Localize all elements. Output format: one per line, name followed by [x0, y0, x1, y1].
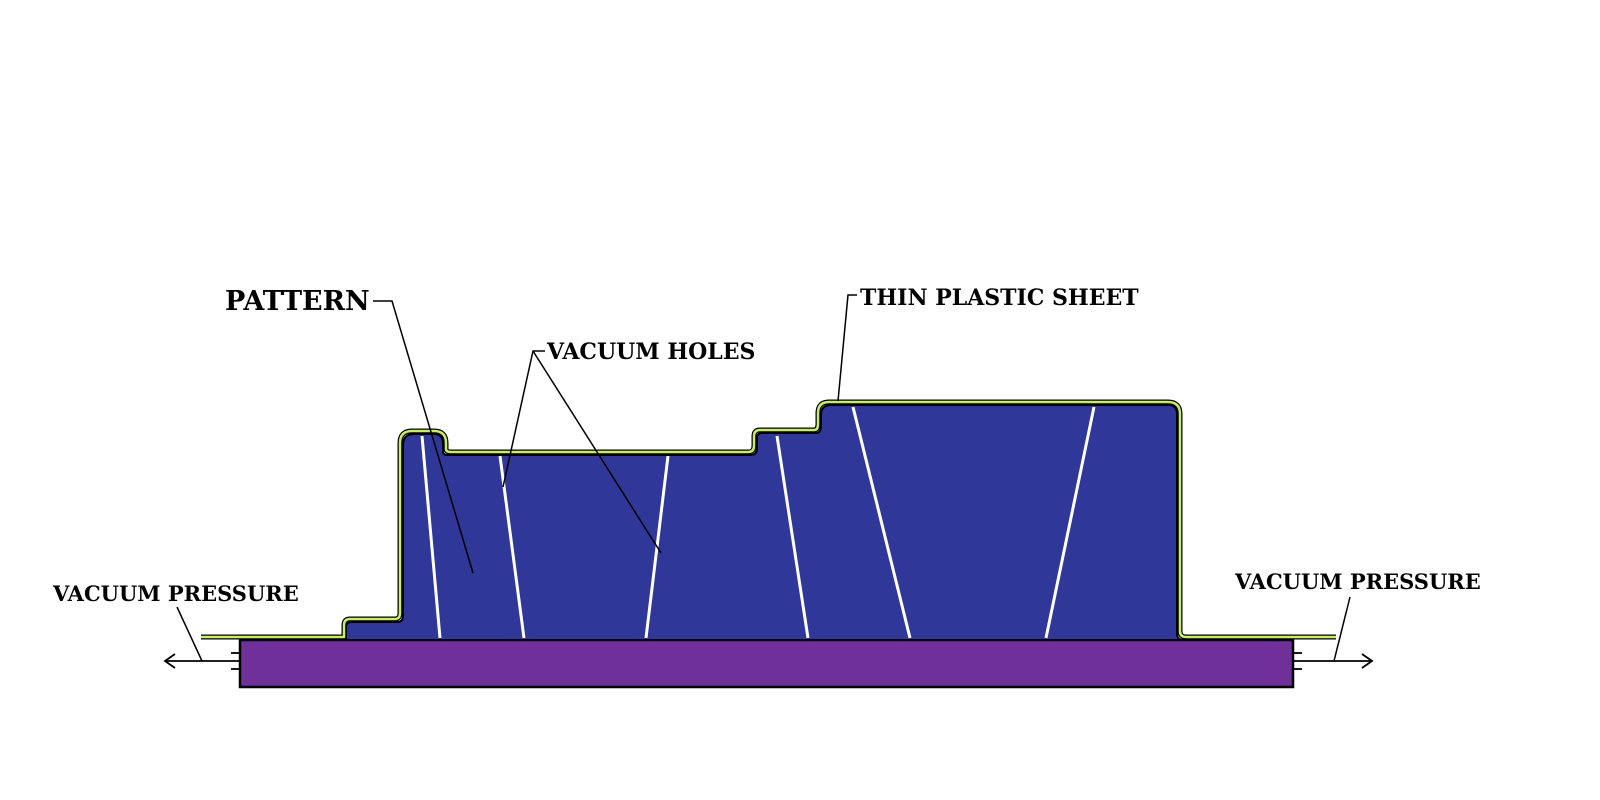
pattern-body	[345, 404, 1184, 641]
vacuum-pressure-right-leader	[1333, 596, 1351, 662]
vacuum-hole	[851, 406, 912, 639]
thin-plastic-sheet-label: THIN PLASTIC SHEET	[860, 285, 1139, 311]
vacuum-pressure-right-label: VACUUM PRESSURE	[1234, 569, 1481, 594]
sheet-leader	[837, 294, 857, 402]
vacuum-port-left	[163, 652, 240, 670]
pattern-leader	[373, 300, 474, 574]
vacuum-pressure-left-leader	[176, 606, 203, 662]
vacuum-hole	[420, 435, 442, 639]
vacuum-hole	[1044, 406, 1096, 639]
vacuum-hole	[775, 435, 810, 639]
leader-lines	[176, 294, 1351, 662]
vacuum-hole	[498, 455, 526, 639]
pattern-label: PATTERN	[225, 286, 370, 317]
vacuum-pressure-left-label: VACUUM PRESSURE	[52, 581, 299, 606]
base-plate	[238, 638, 1295, 689]
vacuum-port-right	[1293, 652, 1374, 670]
thin-plastic-sheet-highlight	[201, 400, 1336, 639]
vacuum-holes-leader-b	[532, 350, 662, 554]
vacuum-holes-label: VACUUM HOLES	[546, 339, 755, 365]
